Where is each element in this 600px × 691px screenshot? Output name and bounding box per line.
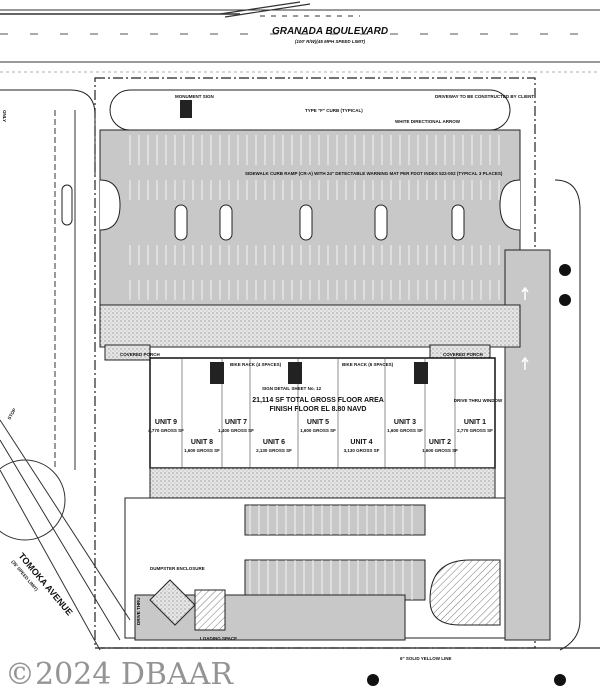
unit-name: UNIT 5: [307, 419, 329, 426]
drive-thru-label: DRIVE THRU: [136, 597, 141, 625]
unit-area: 1,400 GROSS SF: [218, 428, 254, 433]
white-arrow-label: WHITE DIRECTIONAL ARROW: [395, 119, 461, 124]
unit-area: 1,600 GROSS SF: [184, 448, 220, 453]
loading-space: [194, 589, 226, 631]
road-detail: (100' R/W)(45 MPH SPEED LIMIT): [295, 39, 366, 44]
sign-detail-label: SIGN DETAIL SHEET No. 12: [262, 386, 322, 391]
bike-rack-1: BIKE RACK (4 SPACES): [230, 362, 282, 367]
bike-rack-2: BIKE RACK (6 SPACES): [342, 362, 394, 367]
sign-icon: [288, 362, 302, 384]
dumpster-label: DUMPSTER ENCLOSURE: [150, 566, 205, 571]
unit-name: UNIT 3: [394, 419, 416, 426]
total-floor-area: 21,114 SF TOTAL GROSS FLOOR AREA: [252, 397, 384, 404]
loading-label: LOADING SPACE: [200, 636, 237, 641]
unit-area: 2,130 GROSS SF: [256, 448, 292, 453]
drive-thru-window: DRIVE THRU WINDOW: [454, 398, 503, 403]
finish-floor: FINISH FLOOR EL 8.80 NAVD: [270, 406, 367, 413]
unit-area: 1,600 GROSS SF: [300, 428, 336, 433]
unit-name: UNIT 4: [350, 439, 372, 446]
unit-area: 1,600 GROSS SF: [422, 448, 458, 453]
covered-porch-left: COVERED PORCH: [120, 352, 160, 357]
only-label: ONLY: [2, 110, 7, 122]
unit-name: UNIT 9: [155, 419, 177, 426]
sidewalk-ramp-note: SIDEWALK CURB RAMP (CR-A) WITH 24" DETEC…: [245, 171, 503, 176]
front-parking-lot: [99, 89, 521, 306]
rear-sidewalk: [149, 467, 496, 499]
road-name: GRANADA BOULEVARD: [272, 26, 388, 37]
unit-name: UNIT 7: [225, 419, 247, 426]
unit-area: 2,770 GROSS SF: [457, 428, 493, 433]
covered-porch-right: COVERED PORCH: [443, 352, 483, 357]
sidewalk: [99, 304, 521, 348]
unit-name: UNIT 1: [464, 419, 486, 426]
sign-icon: [210, 362, 224, 384]
monument-sign-icon: [180, 100, 192, 118]
solid-line-label: 6" SOLID YELLOW LINE: [400, 656, 452, 661]
unit-name: UNIT 6: [263, 439, 285, 446]
unit-name: UNIT 2: [429, 439, 451, 446]
building: 21,114 SF TOTAL GROSS FLOOR AREA FINISH …: [148, 357, 503, 469]
type-f-curb-label: TYPE "F" CURB (TYPICAL): [305, 108, 363, 113]
rear-parking-lot: LOADING SPACE DRIVE THRU DUMPSTER ENCLOS…: [124, 497, 506, 661]
unit-area: 4,770 GROSS SF: [148, 428, 184, 433]
unit-name: UNIT 8: [191, 439, 213, 446]
driveway-note: DRIVEWAY TO BE CONSTRUCTED BY CLIENT: [435, 94, 534, 99]
watermark: ©2024 DBAAR: [5, 657, 234, 691]
drive-aisle-east: [504, 179, 581, 651]
granada-boulevard: GRANADA BOULEVARD (100' R/W)(45 MPH SPEE…: [0, 1, 600, 73]
sign-icon: [414, 362, 428, 384]
unit-area: 1,600 GROSS SF: [387, 428, 423, 433]
side-road-name: TOMOKA AVENUE: [16, 551, 74, 618]
stop-label: STOP: [7, 407, 17, 420]
unit-area: 3,130 GROSS SF: [344, 448, 380, 453]
monument-sign-label: MONUMENT SIGN: [175, 94, 214, 99]
